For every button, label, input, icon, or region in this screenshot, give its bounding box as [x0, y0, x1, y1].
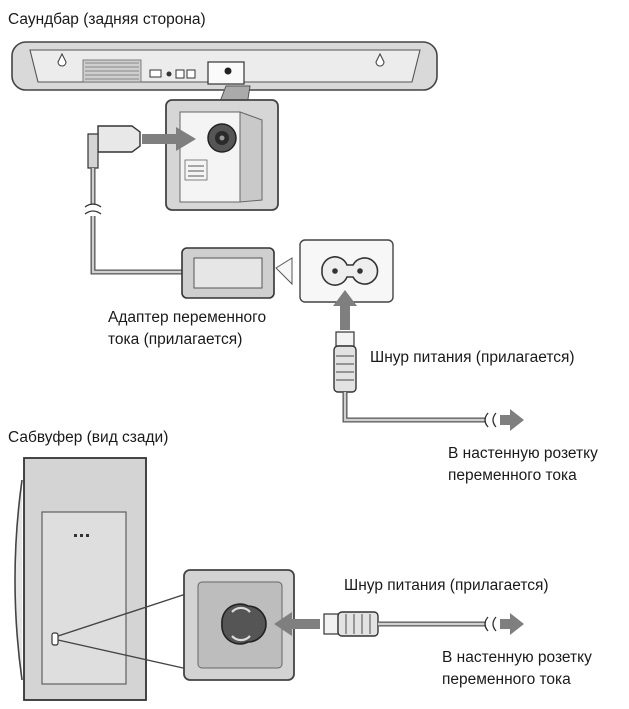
arrow-right-icon: [500, 409, 524, 431]
arrow-left-icon: [274, 612, 320, 636]
outlet-label-bottom-line1: В настенную розетку: [442, 649, 592, 666]
power-plug-bottom: [323, 611, 379, 637]
adapter-socket-closeup: [275, 239, 394, 303]
subwoofer-body: [14, 457, 147, 701]
adapter-label-line1: Адаптер переменного: [108, 309, 266, 326]
figure-eight-socket-icon: [321, 256, 379, 286]
power-cord-label-bottom: Шнур питания (прилагается): [344, 577, 549, 594]
arrow-up-icon: [333, 290, 357, 330]
subwoofer-socket-closeup: [183, 569, 295, 681]
power-cord-label-top: Шнур питания (прилагается): [370, 349, 575, 366]
ac-adapter: [181, 247, 275, 299]
adapter-label-line2: тока (прилагается): [108, 331, 242, 348]
outlet-label-bottom-line2: переменного тока: [442, 671, 571, 688]
arrow-right-icon: [142, 127, 196, 151]
outlet-label-top-line1: В настенную розетку: [448, 445, 598, 462]
soundbar-body: [11, 41, 438, 91]
figure-eight-socket-icon: [221, 603, 267, 645]
subwoofer-title: Сабвуфер (вид сзади): [8, 429, 168, 446]
power-plug-top: [333, 331, 357, 393]
dc-in-closeup: [165, 99, 279, 211]
outlet-label-top-line2: переменного тока: [448, 467, 577, 484]
dc-plug: [87, 125, 141, 169]
soundbar-title: Саундбар (задняя сторона): [8, 11, 206, 28]
arrow-right-icon: [500, 613, 524, 635]
